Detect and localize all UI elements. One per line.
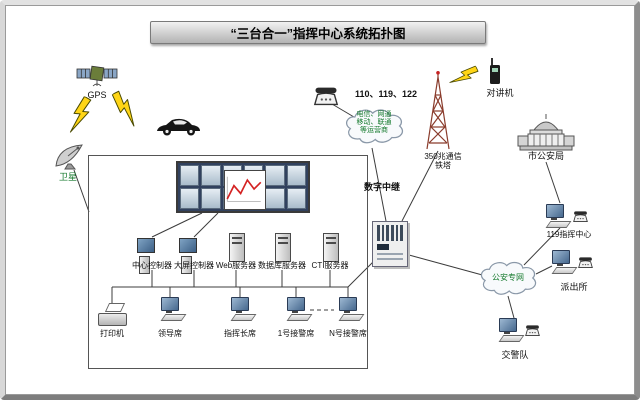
label-traffic-police: 交警队 <box>501 350 529 360</box>
printer-icon <box>98 303 127 326</box>
label-leader-seat: 领导席 <box>158 329 182 338</box>
label-satellite: 卫星 <box>58 172 78 182</box>
label-center-controller: 中心控制器 <box>132 261 172 270</box>
telecom-cloud-label: 电信、网通 移动、联通 等运营商 <box>356 111 392 134</box>
label-database-server: 数据库服务器 <box>258 261 306 270</box>
label-call-seat-n: N号接警席 <box>329 329 367 338</box>
screen-controller-icon <box>179 238 209 274</box>
walkie-talkie-icon <box>486 58 504 91</box>
traffic-police-phone-icon <box>524 324 541 342</box>
web-server-icon <box>229 233 245 262</box>
database-server-icon <box>275 233 291 262</box>
label-fire-center: 119指挥中心 <box>546 230 592 239</box>
radio-tower-icon <box>424 71 452 156</box>
traffic-police-computer-icon <box>496 318 525 342</box>
label-screen-controller: 大屏控制器 <box>174 261 214 270</box>
label-gps: GPS <box>87 90 107 100</box>
center-controller-icon <box>137 238 167 274</box>
label-city-bureau: 市公安局 <box>527 151 565 161</box>
police-car-icon <box>154 116 204 143</box>
satellite-dish-icon <box>50 142 86 175</box>
label-commander-seat: 指挥长席 <box>224 329 256 338</box>
call-seat-1-icon <box>284 297 313 321</box>
label-tower-line1: 350兆通信 <box>424 152 462 161</box>
video-wall-chart <box>224 170 266 210</box>
label-cti-server: CTI服务器 <box>311 261 349 270</box>
gps-satellite-icon <box>76 60 118 95</box>
command-center-box <box>88 155 368 369</box>
label-web-server: Web服务器 <box>215 261 257 270</box>
police-station-computer-icon <box>549 250 578 274</box>
label-digital-trunk: 数字中继 <box>363 182 401 192</box>
video-wall <box>176 161 310 213</box>
page-title: “三台合一”指挥中心系统拓扑图 <box>150 21 486 44</box>
label-hotlines: 110、119、122 <box>354 89 418 99</box>
leader-seat-icon <box>158 297 187 321</box>
hotline-phone-icon <box>312 86 340 111</box>
telephone-exchange-icon <box>372 221 408 267</box>
cti-server-icon <box>323 233 339 262</box>
label-call-seat-1: 1号接警席 <box>277 329 315 338</box>
government-building-icon <box>515 113 577 160</box>
label-printer: 打印机 <box>100 329 124 338</box>
label-walkie-talkie: 对讲机 <box>486 88 514 98</box>
call-seat-n-icon <box>336 297 365 321</box>
label-police-station: 派出所 <box>560 282 588 292</box>
police-station-phone-icon <box>577 256 594 274</box>
fire-center-computer-icon <box>543 204 572 228</box>
label-tower-line2: 铁塔 <box>435 161 451 170</box>
commander-seat-icon <box>228 297 257 321</box>
label-security-network: 公安专网 <box>492 273 524 282</box>
fire-center-phone-icon <box>572 210 589 228</box>
